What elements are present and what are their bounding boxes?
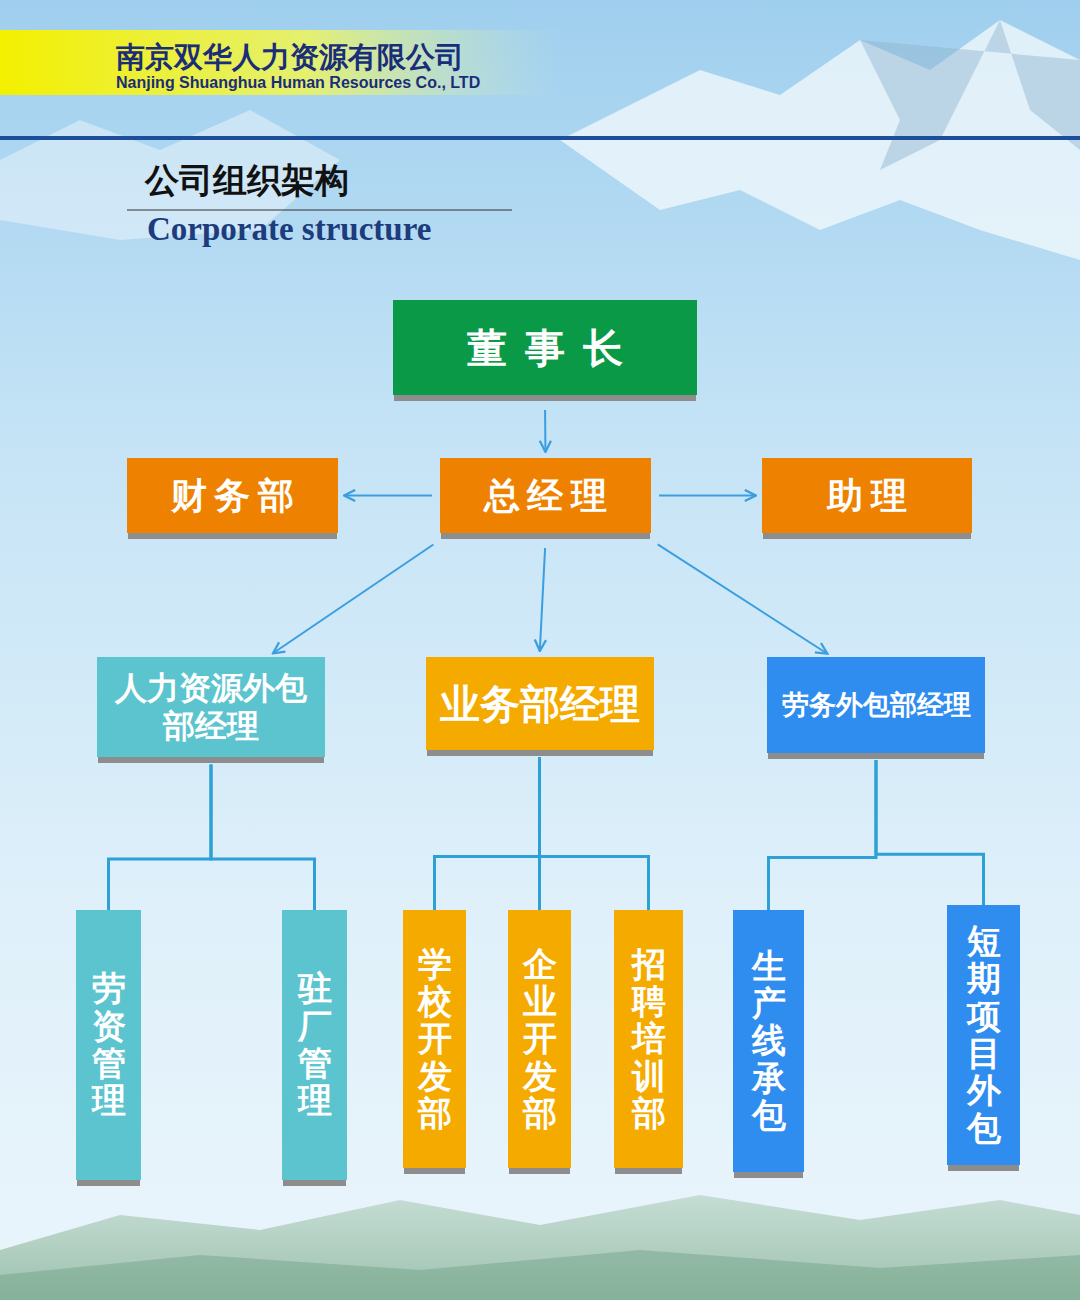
node-label: 助理	[820, 474, 914, 517]
unit-box: 劳资管理	[76, 910, 141, 1180]
unit-box: 企业开发部	[508, 910, 571, 1168]
arrow-connector	[659, 495, 756, 497]
manager-box: 业务部经理	[426, 657, 654, 750]
company-name-en: Nanjing Shuanghua Human Resources Co., L…	[116, 74, 480, 92]
arrow-connector	[658, 544, 828, 653]
node-label: 人力资源外包部经理	[107, 669, 315, 746]
diagram-title: 公司组织架构	[145, 158, 349, 204]
node-label: 董事长	[449, 324, 641, 372]
node-label: 劳资管理	[92, 970, 126, 1120]
node-label: 学校开发部	[418, 946, 452, 1133]
mountain-shade	[860, 20, 1080, 170]
unit-box: 驻厂管理	[282, 910, 347, 1180]
arrow-connector	[544, 410, 546, 452]
node-label: 短期项目外包	[967, 923, 1001, 1147]
tree-connector	[211, 764, 315, 910]
unit-box: 招聘培训部	[614, 910, 683, 1168]
tree-connector	[540, 757, 649, 910]
tree-connector	[435, 757, 540, 910]
unit-box: 生产线承包	[733, 910, 804, 1172]
arrow-connector	[344, 495, 432, 497]
tree-connector	[769, 760, 877, 910]
subtitle: Corporate structure	[147, 211, 431, 248]
header-rule	[0, 136, 1080, 140]
tree-connector	[876, 760, 984, 905]
unit-box: 学校开发部	[403, 910, 466, 1168]
unit-box: 短期项目外包	[947, 905, 1020, 1165]
node-label: 总经理	[477, 474, 614, 517]
title-underline	[127, 210, 512, 211]
department-box: 财务部	[127, 458, 338, 533]
hills	[0, 1250, 1080, 1300]
node-label: 劳务外包部经理	[782, 689, 971, 721]
node-label: 业务部经理	[440, 680, 640, 728]
hills	[0, 1195, 1080, 1300]
node-label: 招聘培训部	[632, 946, 666, 1133]
node-label: 财务部	[164, 474, 301, 517]
manager-box: 劳务外包部经理	[767, 657, 985, 753]
node-label: 驻厂管理	[298, 970, 332, 1120]
company-name: 南京双华人力资源有限公司	[116, 38, 464, 78]
arrow-connector	[540, 548, 545, 651]
assistant-box: 助理	[762, 458, 972, 533]
tree-connector	[109, 764, 212, 910]
manager-box: 总经理	[440, 458, 651, 533]
header-band	[0, 30, 560, 95]
manager-box: 人力资源外包部经理	[97, 657, 325, 758]
node-label: 企业开发部	[523, 946, 557, 1133]
chairman-box: 董事长	[393, 300, 697, 395]
node-label: 生产线承包	[752, 948, 786, 1135]
arrow-connector	[273, 544, 433, 653]
